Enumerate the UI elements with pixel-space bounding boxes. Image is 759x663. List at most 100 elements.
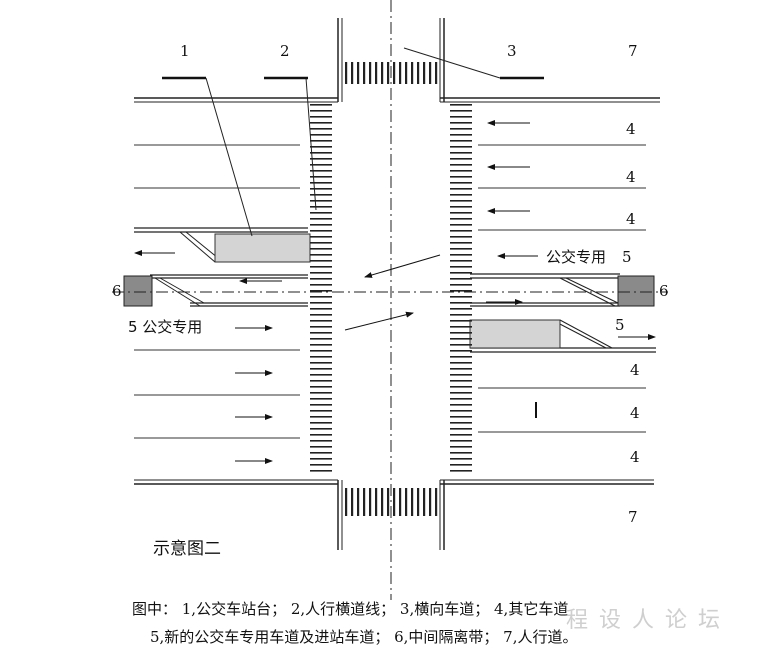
- lane-lines: [134, 144, 646, 439]
- crosswalk-stripe: [310, 356, 332, 358]
- label-5-right: 5: [622, 248, 632, 266]
- crosswalk-stripe: [450, 200, 472, 202]
- crosswalk-stripe: [450, 260, 472, 262]
- crosswalk-stripe: [450, 416, 472, 418]
- crosswalk-stripe: [387, 488, 390, 516]
- crosswalk-stripe: [450, 128, 472, 130]
- median-right: [617, 275, 655, 307]
- crosswalk-stripe: [450, 380, 472, 382]
- station-marks: [162, 76, 544, 418]
- label-bus-lane-right: 公交专用: [546, 248, 606, 266]
- label-4: 4: [626, 168, 636, 186]
- crosswalk-stripe: [310, 362, 332, 364]
- label-7-top: 7: [628, 42, 638, 60]
- crosswalk-stripe: [450, 422, 472, 424]
- crosswalk-stripe: [450, 314, 472, 316]
- crosswalk-stripe: [310, 332, 332, 334]
- crosswalk-stripe: [310, 344, 332, 346]
- diagram-title: 示意图二: [153, 539, 221, 559]
- label-6-left: 6: [112, 282, 122, 300]
- crosswalk-stripe: [450, 206, 472, 208]
- crosswalk-right: [450, 104, 472, 472]
- crosswalk-stripe: [310, 296, 332, 298]
- crosswalk-stripe: [450, 140, 472, 142]
- crosswalk-stripe: [310, 350, 332, 352]
- crosswalk-stripe: [450, 464, 472, 466]
- crosswalk-stripe: [310, 314, 332, 316]
- bus-platform-right: [469, 319, 561, 349]
- crosswalk-stripe: [310, 374, 332, 376]
- label-bus-lane-left: 5 公交专用: [128, 318, 202, 336]
- crosswalk-stripe: [450, 266, 472, 268]
- crosswalk-stripe: [450, 308, 472, 310]
- crosswalk-bottom: [345, 488, 438, 516]
- crosswalk-stripe: [450, 446, 472, 448]
- crosswalk-stripe: [450, 392, 472, 394]
- crosswalk-stripe: [450, 164, 472, 166]
- crosswalk-stripe: [310, 302, 332, 304]
- crosswalk-stripe: [450, 122, 472, 124]
- crosswalk-stripe: [357, 488, 360, 516]
- crosswalk-stripe: [450, 326, 472, 328]
- crosswalk-stripe: [450, 398, 472, 400]
- crosswalk-stripe: [399, 488, 402, 516]
- crosswalk-stripe: [363, 488, 366, 516]
- crosswalk-stripe: [310, 398, 332, 400]
- crosswalk-stripe: [399, 62, 402, 84]
- crosswalk-stripe: [450, 224, 472, 226]
- label-6-right: 6: [659, 282, 669, 300]
- crosswalk-stripe: [310, 260, 332, 262]
- crosswalk-stripe: [450, 272, 472, 274]
- crosswalk-stripe: [345, 62, 348, 84]
- crosswalk-stripe: [310, 320, 332, 322]
- crosswalk-stripe: [405, 488, 408, 516]
- crosswalk-stripe: [310, 440, 332, 442]
- crosswalk-stripe: [351, 488, 354, 516]
- crosswalk-stripe: [310, 182, 332, 184]
- arrow-diag: [364, 254, 441, 278]
- crosswalk-stripe: [450, 194, 472, 196]
- crosswalk-stripe: [450, 146, 472, 148]
- crosswalk-stripe: [393, 488, 396, 516]
- crosswalk-stripe: [310, 290, 332, 292]
- crosswalk-stripe: [411, 62, 414, 84]
- crosswalk-stripe: [450, 104, 472, 106]
- crosswalk-stripe: [450, 410, 472, 412]
- center-lines: [112, 0, 668, 600]
- crosswalk-stripe: [450, 170, 472, 172]
- crosswalk-stripe: [450, 176, 472, 178]
- arrow-diag: [344, 311, 414, 331]
- crosswalk-stripe: [450, 440, 472, 442]
- label-4: 4: [630, 404, 640, 422]
- crosswalk-stripe: [310, 338, 332, 340]
- crosswalk-stripe: [310, 410, 332, 412]
- crosswalk-stripe: [450, 254, 472, 256]
- label-7-bottom: 7: [628, 508, 638, 526]
- crosswalk-stripe: [310, 176, 332, 178]
- crosswalk-stripe: [450, 458, 472, 460]
- crosswalk-stripe: [450, 320, 472, 322]
- crosswalk-stripe: [450, 242, 472, 244]
- crosswalk-stripe: [450, 152, 472, 154]
- crosswalk-stripe: [310, 404, 332, 406]
- crosswalk-stripe: [310, 416, 332, 418]
- legend-line-1: 图中： 1,公交车站台； 2,人行横道线； 3,横向车道； 4,其它车道: [132, 600, 569, 618]
- crosswalk-stripe: [393, 62, 396, 84]
- crosswalk-stripe: [310, 248, 332, 250]
- bus-platform-left: [214, 233, 311, 263]
- crosswalk-stripe: [450, 182, 472, 184]
- crosswalk-stripe: [310, 188, 332, 190]
- crosswalk-stripe: [387, 62, 390, 84]
- crosswalk-stripe: [310, 134, 332, 136]
- crosswalk-stripe: [411, 488, 414, 516]
- crosswalk-stripe: [417, 488, 420, 516]
- crosswalk-stripe: [310, 470, 332, 472]
- crosswalk-stripe: [310, 116, 332, 118]
- median-left: [123, 275, 153, 307]
- crosswalk-stripe: [310, 452, 332, 454]
- crosswalk-stripe: [310, 422, 332, 424]
- watermark: 程 设 人 论 坛: [566, 608, 722, 633]
- crosswalk-stripe: [450, 404, 472, 406]
- crosswalk-stripe: [417, 62, 420, 84]
